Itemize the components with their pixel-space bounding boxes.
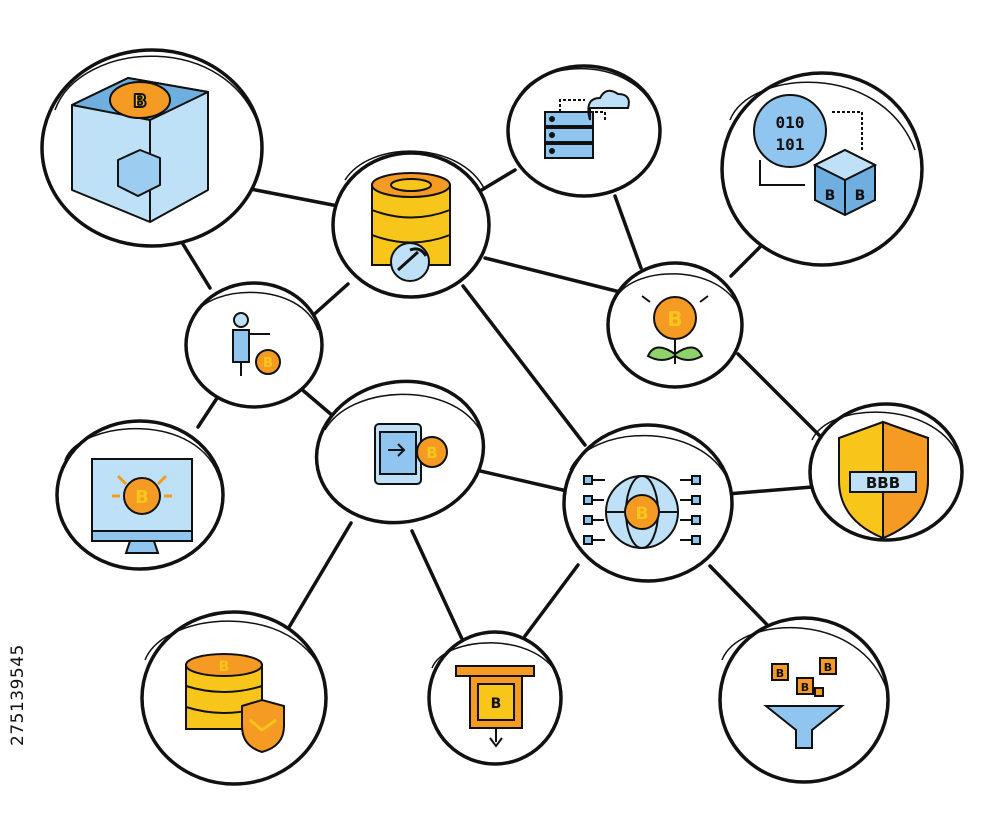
- mining-database-icon: [371, 172, 451, 282]
- link-mining-globe: [461, 284, 587, 447]
- svg-text:B: B: [824, 661, 832, 674]
- bitcoin-monitor-icon: B: [91, 458, 193, 554]
- mobile-bitcoin-payment-icon: B: [374, 423, 448, 485]
- svg-text:B: B: [801, 681, 809, 694]
- binary-bottom-text: 101: [776, 135, 805, 154]
- node-funnel-circle: [718, 616, 890, 784]
- svg-text:B: B: [491, 696, 502, 712]
- link-mining-plant: [483, 256, 622, 294]
- link-cube-investor: [176, 234, 212, 290]
- link-plant-shield: [736, 352, 822, 438]
- binary-top-text: 010: [776, 113, 805, 132]
- svg-text:B: B: [219, 659, 230, 675]
- svg-text:B: B: [667, 307, 682, 331]
- bitcoin-atm-withdrawal-icon: B: [455, 665, 535, 748]
- image-id-text: 275139545: [8, 644, 28, 746]
- binary-to-bitcoin-block-icon: 010 101 B B: [753, 94, 878, 217]
- protected-coin-stack-icon: B: [185, 653, 285, 754]
- svg-text:B: B: [426, 444, 437, 462]
- bitcoin-blockchain-cube-icon: B: [71, 77, 209, 223]
- svg-text:B: B: [133, 91, 147, 112]
- svg-text:B: B: [135, 487, 149, 508]
- link-globe-shield: [725, 485, 814, 496]
- link-mining-cloud: [478, 168, 517, 193]
- bitcoin-funnel-icon: B B B: [763, 657, 845, 749]
- link-globe-atm: [523, 563, 580, 638]
- bitcoin-security-shield-icon: BBB: [838, 420, 929, 540]
- link-mobile-coins: [286, 521, 353, 631]
- node-investor-circle: [184, 281, 324, 409]
- svg-text:B: B: [263, 356, 273, 371]
- svg-text:B: B: [855, 188, 866, 204]
- link-investor-mining: [308, 282, 350, 320]
- bitcoin-global-network-icon: B: [583, 475, 701, 549]
- link-cloud-plant: [613, 194, 643, 270]
- bitcoin-investor-icon: B: [232, 312, 281, 376]
- image-id-label: 275139545: [2, 598, 42, 748]
- link-mobile-atm: [410, 529, 464, 641]
- svg-text:B: B: [776, 667, 784, 680]
- bitcoin-growth-plant-icon: B: [641, 295, 709, 364]
- svg-text:B: B: [825, 188, 836, 204]
- link-binary-plant: [729, 243, 764, 278]
- svg-text:BBB: BBB: [866, 474, 900, 492]
- svg-text:B: B: [636, 504, 649, 524]
- cloud-server-icon: [544, 89, 630, 159]
